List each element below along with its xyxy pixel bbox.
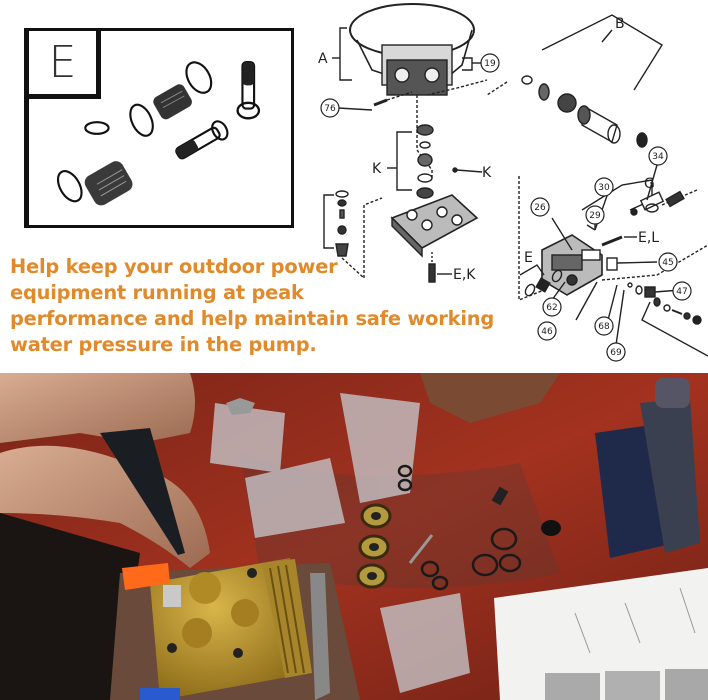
label-e-l: E,L (638, 230, 659, 246)
label-k-right: K (482, 165, 492, 181)
kit-parts-illustration (56, 60, 261, 206)
product-info-panel: E (10, 0, 708, 373)
brass-pump (150, 558, 330, 700)
headline-line-4: water pressure in the pump. (10, 333, 317, 356)
kit-label-box: E (29, 31, 101, 99)
callout-34: 34 (652, 152, 664, 162)
seal-parts (356, 464, 561, 591)
label-k-left: K (372, 161, 382, 177)
kit-label: E (48, 37, 77, 88)
callout-62: 62 (546, 303, 557, 313)
product-headline: Help keep your outdoor power equipment r… (10, 254, 495, 358)
o-ring-icon (185, 61, 213, 94)
headline-line-3: performance and help maintain safe worki… (10, 307, 495, 330)
exploded-pump-diagram: 19 76 34 30 29 26 45 47 62 46 68 69 A B … (312, 0, 708, 373)
callout-26: 26 (534, 203, 546, 213)
pump-repair-photo (0, 373, 708, 700)
callout-30: 30 (598, 183, 610, 193)
oil-bottle (595, 378, 700, 558)
callout-45: 45 (662, 258, 673, 268)
o-ring-icon (56, 170, 83, 203)
callout-19: 19 (484, 59, 496, 69)
crankcase-illustration (332, 3, 475, 96)
callout-69: 69 (610, 348, 622, 358)
label-g: G (644, 176, 655, 192)
o-ring-icon (129, 103, 154, 137)
screwdriver-handle (122, 563, 170, 590)
label-e-k: E,K (453, 267, 476, 283)
label-a: A (318, 51, 328, 67)
callout-46: 46 (541, 327, 553, 337)
instruction-sheet (494, 568, 708, 700)
bolt-icon (236, 60, 261, 120)
bolt-icon (175, 120, 229, 160)
callout-29: 29 (589, 211, 601, 221)
check-valve-icon (153, 84, 192, 120)
check-valve-icon (84, 161, 133, 206)
label-b: B (615, 16, 625, 32)
seal-kit-e-box: E (24, 28, 294, 228)
callout-68: 68 (598, 322, 610, 332)
callout-76: 76 (324, 104, 336, 114)
callout-47: 47 (676, 287, 687, 297)
manifold-illustration (390, 194, 479, 258)
unloader-valve-illustration (541, 234, 603, 296)
screwdriver (100, 428, 185, 555)
headline-line-2: equipment running at peak (10, 281, 304, 304)
label-e: E (524, 250, 533, 266)
o-ring-icon (84, 121, 110, 135)
b-bracket (541, 14, 663, 91)
headline-line-1: Help keep your outdoor power (10, 255, 338, 278)
